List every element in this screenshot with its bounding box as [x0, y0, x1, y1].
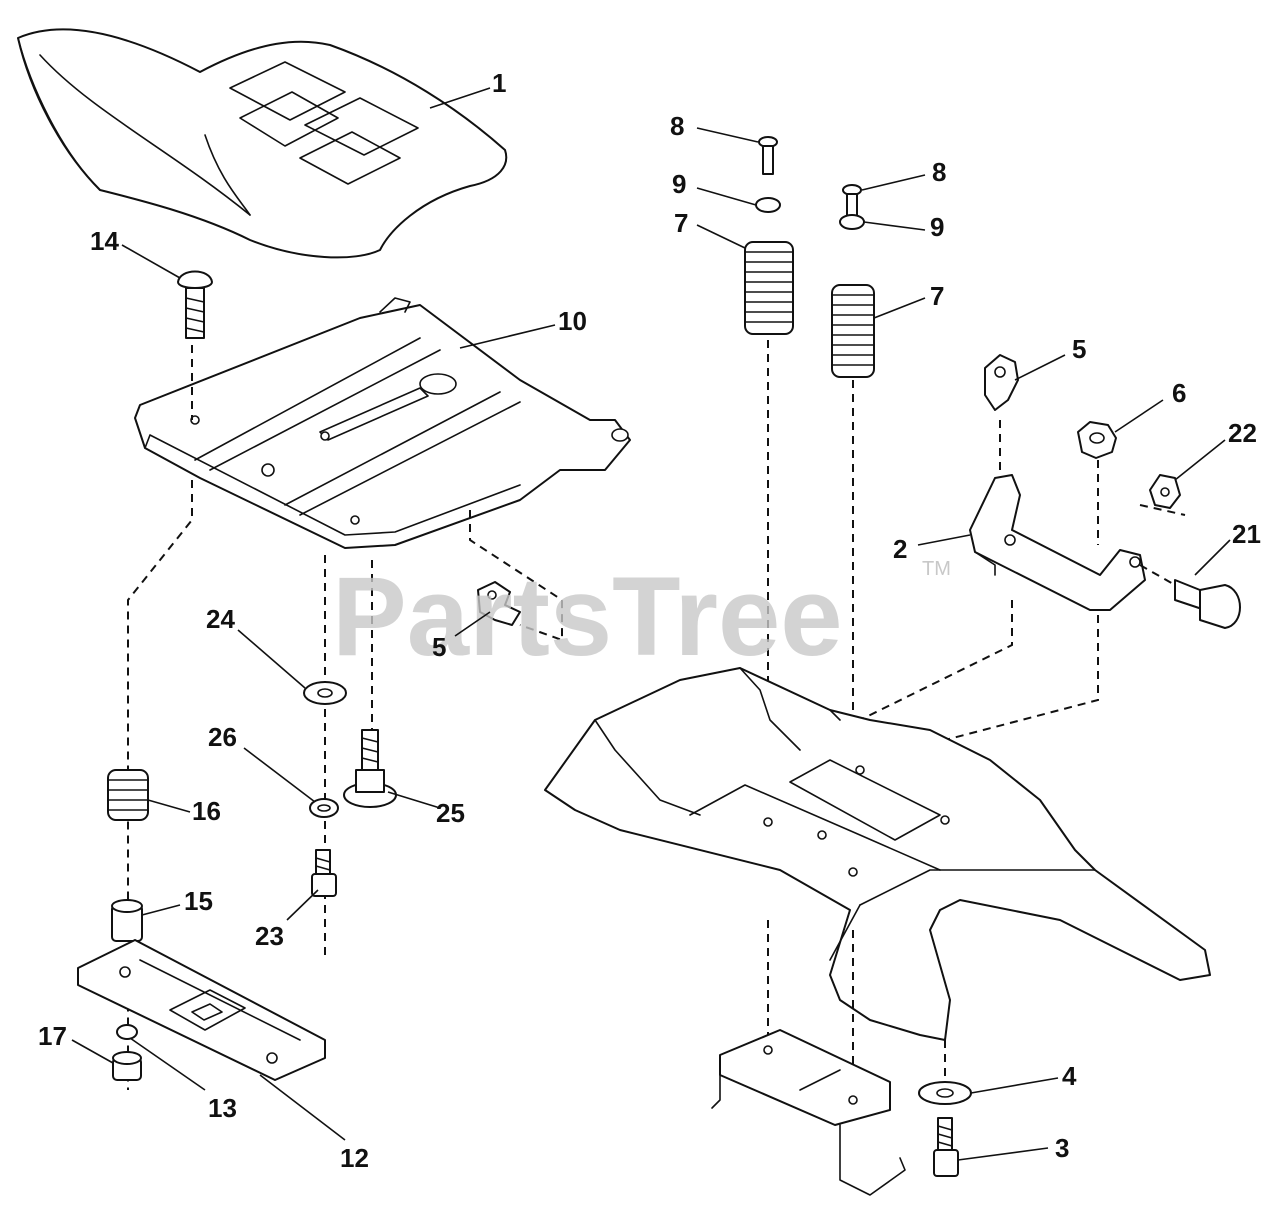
nut-6 — [1077, 421, 1117, 459]
callout-26: 26 — [208, 722, 237, 752]
callout-25: 25 — [436, 798, 465, 828]
seat-pan — [134, 297, 631, 549]
washer-9-right — [839, 214, 865, 230]
callout-9-right: 9 — [930, 212, 944, 242]
callout-13: 13 — [208, 1093, 237, 1123]
knob-bolt — [1174, 579, 1241, 629]
screw-23 — [311, 849, 337, 897]
callout-12: 12 — [340, 1143, 369, 1173]
shoulder-bolt-8-left — [758, 136, 778, 175]
callout-8-right: 8 — [932, 157, 946, 187]
callout-3: 3 — [1055, 1133, 1069, 1163]
callout-10: 10 — [558, 306, 587, 336]
callout-7-right: 7 — [930, 281, 944, 311]
lock-nut — [112, 1051, 142, 1081]
callout-7-left: 7 — [674, 208, 688, 238]
callout-17: 17 — [38, 1021, 67, 1051]
callout-24: 24 — [206, 604, 235, 634]
callout-5-right: 5 — [1072, 334, 1086, 364]
callout-21: 21 — [1232, 519, 1261, 549]
mount-bracket — [711, 1029, 906, 1196]
spring-7-left — [744, 241, 794, 335]
callout-1: 1 — [492, 68, 506, 98]
callout-2: 2 — [893, 534, 907, 564]
spring-16 — [107, 769, 149, 821]
leader-lines — [71, 87, 1231, 1161]
callout-23: 23 — [255, 921, 284, 951]
watermark: PartsTree — [332, 554, 843, 679]
callout-5-left: 5 — [432, 632, 446, 662]
bracket-plate — [77, 939, 326, 1081]
callout-8-left: 8 — [670, 111, 684, 141]
knob-nut — [1149, 474, 1181, 509]
seat — [17, 28, 508, 259]
callout-6: 6 — [1172, 378, 1186, 408]
nut-13 — [116, 1024, 138, 1040]
pivot-bracket — [969, 474, 1146, 611]
watermark-trademark: TM — [922, 558, 951, 580]
callout-16: 16 — [192, 796, 221, 826]
callout-22: 22 — [1228, 418, 1257, 448]
carriage-bolt — [177, 270, 213, 339]
callout-9-left: 9 — [672, 169, 686, 199]
fender — [544, 667, 1211, 1041]
shoulder-bolt — [343, 729, 397, 808]
screw-3 — [933, 1117, 959, 1177]
washer-9-left — [755, 197, 781, 213]
spacer — [111, 899, 143, 942]
callout-4: 4 — [1062, 1061, 1077, 1091]
clip-right — [984, 354, 1019, 411]
callouts: 1 14 10 24 26 16 15 23 25 5 17 13 12 8 9… — [38, 68, 1261, 1173]
callout-15: 15 — [184, 886, 213, 916]
spring-7-right — [831, 284, 875, 378]
callout-14: 14 — [90, 226, 119, 256]
